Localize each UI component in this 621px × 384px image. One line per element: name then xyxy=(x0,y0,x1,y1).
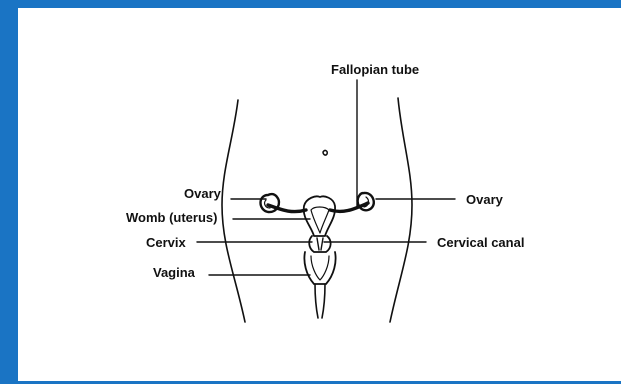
label-cervical-canal: Cervical canal xyxy=(437,235,524,250)
label-cervix: Cervix xyxy=(146,235,186,250)
label-fallopian-tube: Fallopian tube xyxy=(331,62,419,77)
body-outline-right xyxy=(390,98,412,322)
label-ovary-right: Ovary xyxy=(466,192,503,207)
vaginal-opening xyxy=(315,284,325,318)
label-ovary-left: Ovary xyxy=(184,186,221,201)
body-outline-left xyxy=(222,100,245,322)
cervical-canal-shape xyxy=(317,238,323,250)
label-womb: Womb (uterus) xyxy=(126,210,217,225)
navel xyxy=(323,151,327,156)
uterus xyxy=(304,196,335,236)
uterine-cavity xyxy=(311,207,329,233)
vaginal-canal xyxy=(311,256,329,280)
cervix xyxy=(309,236,330,252)
label-vagina: Vagina xyxy=(153,265,195,280)
